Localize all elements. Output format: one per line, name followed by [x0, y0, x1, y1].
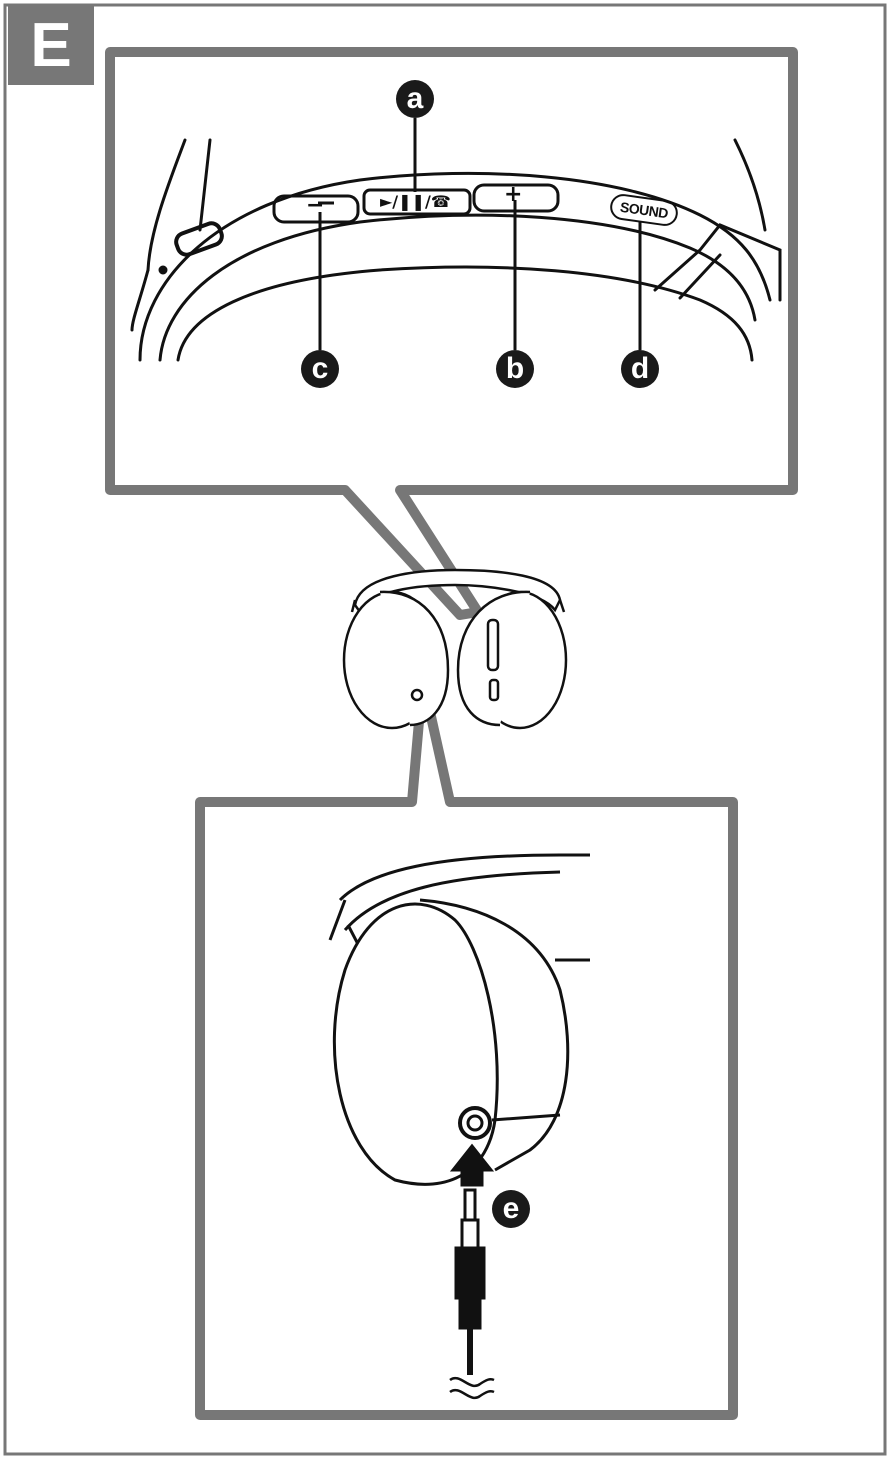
- play-pause-symbol: ►/❚❚/: [380, 192, 431, 211]
- callout-b: b: [496, 350, 534, 388]
- minus-button-symbol: −: [306, 193, 324, 218]
- callout-e: e: [492, 1190, 530, 1228]
- callout-a: a: [396, 80, 434, 118]
- section-badge: E: [8, 5, 94, 85]
- top-zoom-callout: [110, 52, 793, 615]
- phone-icon: ☎: [431, 192, 451, 211]
- callout-d: d: [621, 350, 659, 388]
- callout-c: c: [301, 350, 339, 388]
- plus-button-symbol: +: [504, 182, 522, 207]
- play-pause-call-icon: ►/❚❚/☎: [380, 192, 451, 211]
